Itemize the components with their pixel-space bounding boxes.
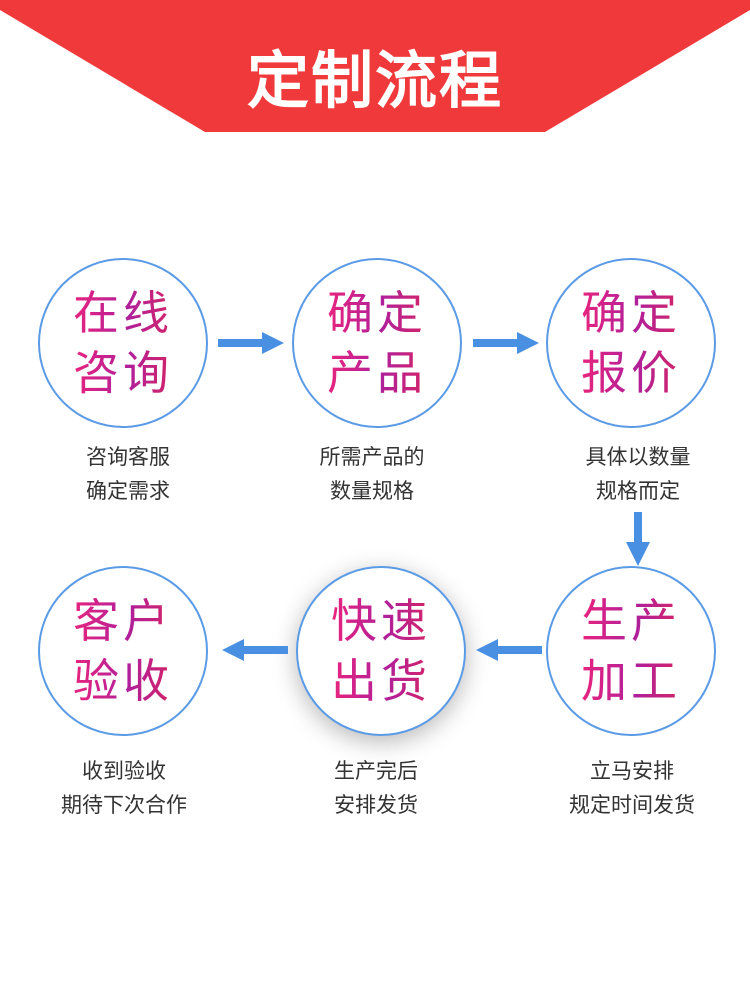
step-description: 具体以数量 规格而定 (528, 440, 748, 508)
step-title-line1: 在线 (73, 283, 173, 343)
step-title-line1: 客户 (73, 591, 173, 651)
step-customer-acceptance: 客户 验收 (38, 566, 214, 736)
step-description: 生产完后 安排发货 (266, 754, 486, 822)
step-fast-shipping: 快速 出货 (296, 566, 472, 736)
step-circle: 生产 加工 (546, 566, 716, 736)
step-confirm-quote: 确定 报价 (546, 258, 722, 428)
desc-line2: 规定时间发货 (569, 793, 695, 817)
step-description: 收到验收 期待下次合作 (14, 754, 234, 822)
desc-line2: 期待下次合作 (61, 793, 187, 817)
desc-line1: 咨询客服 (86, 445, 170, 469)
desc-line2: 确定需求 (86, 479, 170, 503)
step-circle: 确定 报价 (546, 258, 716, 428)
step-title-line1: 生产 (581, 591, 681, 651)
step-title-line2: 产品 (327, 343, 427, 403)
arrow-right-icon (218, 332, 284, 354)
step-title-line1: 快速 (331, 591, 431, 651)
desc-line1: 立马安排 (590, 759, 674, 783)
arrow-left-icon (476, 639, 542, 661)
arrow-down-icon (626, 512, 650, 566)
step-title-line1: 确定 (327, 283, 427, 343)
step-circle: 客户 验收 (38, 566, 208, 736)
step-title-line2: 报价 (581, 343, 681, 403)
step-title-line2: 加工 (581, 651, 681, 711)
step-description: 咨询客服 确定需求 (18, 440, 238, 508)
step-title-line2: 验收 (73, 651, 173, 711)
desc-line1: 生产完后 (334, 759, 418, 783)
desc-line2: 安排发货 (334, 793, 418, 817)
arrow-right-icon (473, 332, 539, 354)
header-banner: 定制流程 (0, 0, 750, 135)
desc-line1: 所需产品的 (319, 445, 425, 469)
step-title-line1: 确定 (581, 283, 681, 343)
desc-line1: 具体以数量 (585, 445, 691, 469)
step-production: 生产 加工 (546, 566, 722, 736)
step-description: 所需产品的 数量规格 (262, 440, 482, 508)
desc-line1: 收到验收 (82, 759, 166, 783)
step-circle: 在线 咨询 (38, 258, 208, 428)
page-title: 定制流程 (246, 44, 503, 117)
desc-line2: 数量规格 (330, 479, 414, 503)
desc-line2: 规格而定 (596, 479, 680, 503)
banner-shape (0, 0, 750, 132)
arrow-left-icon (222, 639, 288, 661)
step-online-consult: 在线 咨询 (38, 258, 214, 428)
step-circle: 确定 产品 (292, 258, 462, 428)
step-circle: 快速 出货 (296, 566, 466, 736)
step-confirm-product: 确定 产品 (292, 258, 468, 428)
step-description: 立马安排 规定时间发货 (522, 754, 742, 822)
step-title-line2: 咨询 (73, 343, 173, 403)
step-title-line2: 出货 (331, 651, 431, 711)
